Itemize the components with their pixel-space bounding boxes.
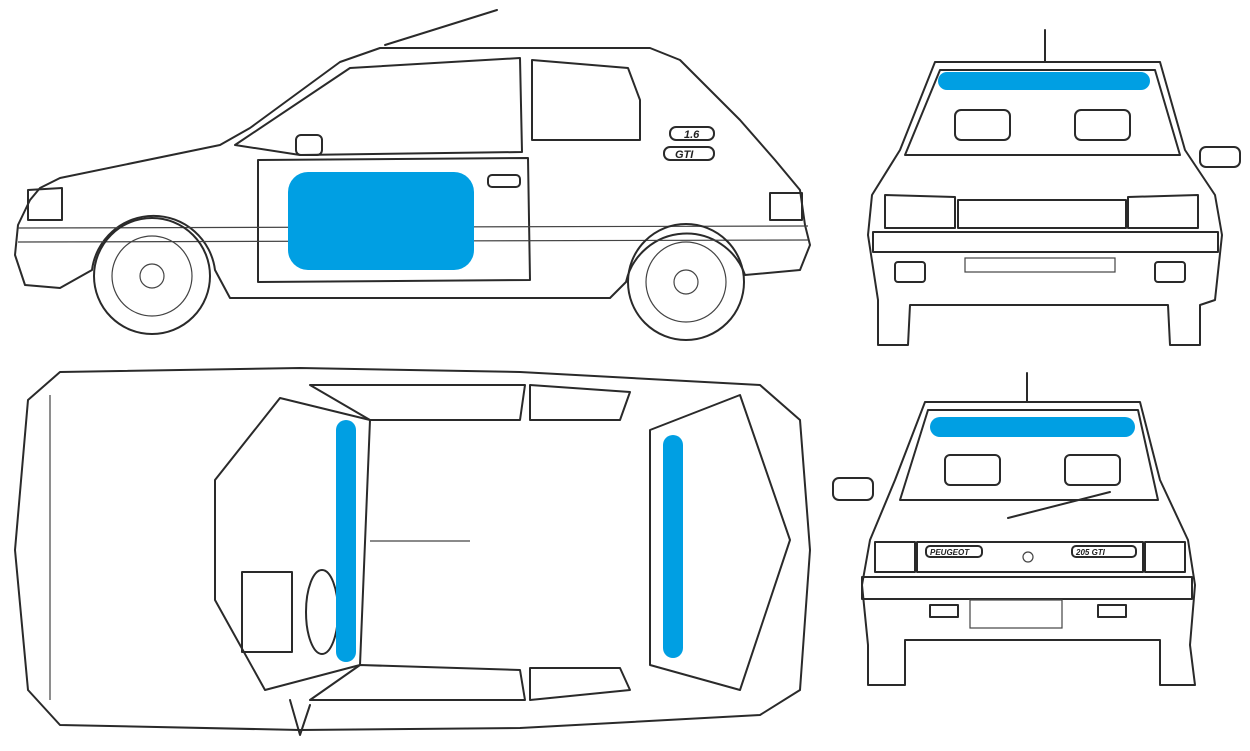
rear-wheel: [627, 223, 745, 341]
rear-wiper: [1007, 491, 1111, 519]
fog-light-left: [894, 261, 926, 283]
rear-window-highlight: [930, 417, 1135, 437]
top-quarter-window-lower: [529, 667, 631, 701]
rear-taillight-left: [874, 541, 916, 573]
driver-seat: [241, 571, 293, 653]
front-seat-left: [954, 109, 1011, 141]
tail-light: [769, 192, 803, 221]
rear-seat-right: [1064, 454, 1121, 486]
top-quarter-window-upper: [529, 384, 631, 421]
fog-light-right: [1154, 261, 1186, 283]
door-highlight: [288, 172, 474, 270]
license-plate: [969, 599, 1063, 629]
rear-seat-left: [944, 454, 1001, 486]
rear-panel: [916, 541, 1144, 573]
front-headlight-left: [884, 194, 956, 229]
front-bumper: [872, 231, 1219, 253]
front-grille: [957, 199, 1127, 229]
front-body-outline: [867, 61, 1223, 346]
rear-model-text: 205 GTI: [1075, 548, 1106, 557]
front-window: [234, 57, 523, 156]
rear-reflector-right: [1097, 604, 1127, 618]
rear-reflector-left: [929, 604, 959, 618]
rear-mirror: [832, 477, 874, 501]
model-badge: GTI: [663, 146, 715, 161]
top-rear-window: [649, 394, 791, 691]
top-side-window-upper: [309, 384, 526, 421]
front-wheel: [93, 217, 211, 335]
top-view: [14, 367, 811, 736]
engine-badge: 1.6: [669, 126, 715, 141]
rear-side-window: [531, 59, 641, 141]
rear-brand-text: PEUGEOT: [930, 548, 970, 557]
front-view: [867, 29, 1241, 346]
model-badge-text: GTI: [675, 149, 694, 161]
rear-view: PEUGEOT 205 GTI: [832, 372, 1196, 686]
rear-bumper: [861, 576, 1193, 600]
rear-pillar-highlight: [663, 435, 683, 658]
rear-brand-badge: PEUGEOT: [925, 545, 983, 558]
rear-body-outline: [861, 401, 1196, 686]
door-handle: [487, 174, 521, 188]
antenna: [384, 9, 498, 46]
top-mirror: [289, 699, 311, 736]
rear-model-badge: 205 GTI: [1071, 545, 1137, 558]
headlight: [27, 187, 63, 221]
windshield: [904, 69, 1181, 156]
rear-emblem: [1022, 551, 1034, 563]
front-pillar-highlight: [336, 420, 356, 662]
side-mirror: [295, 134, 323, 156]
side-view: 1.6 GTI: [14, 9, 811, 341]
engine-badge-text: 1.6: [684, 129, 700, 141]
rear-window: [899, 409, 1159, 501]
top-side-window-lower: [309, 664, 526, 701]
steering-wheel: [305, 569, 339, 655]
side-body-outline: [14, 47, 811, 299]
front-seat-right: [1074, 109, 1131, 141]
rear-taillight-right: [1144, 541, 1186, 573]
windshield-highlight: [938, 72, 1150, 90]
front-mirror: [1199, 146, 1241, 168]
top-body-outline: [14, 367, 811, 731]
front-headlight-right: [1127, 194, 1199, 229]
